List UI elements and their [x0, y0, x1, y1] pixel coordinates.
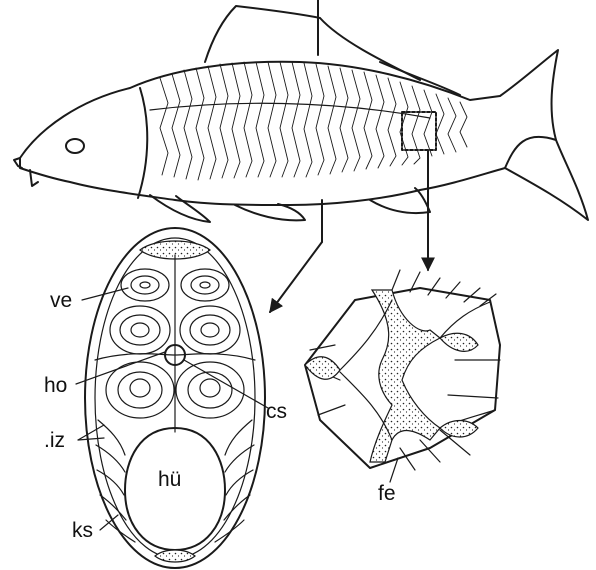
cartilage-right [440, 333, 478, 351]
cartilage-left [305, 357, 340, 379]
vertebral-detail [305, 270, 500, 470]
leader-ho [76, 352, 165, 384]
detail-box [402, 112, 436, 150]
label-ho: ho [44, 374, 67, 397]
fish-drawing [14, 6, 588, 222]
leader-cs [184, 360, 268, 408]
fish-body-outline [20, 50, 588, 220]
label-iz: .iz [44, 429, 65, 452]
ventral-cap [155, 550, 195, 562]
fish-dorsal-fin [205, 6, 420, 80]
fish-gill-cover [138, 88, 147, 198]
cross-section-labels: ve ho .iz ks hü cs [44, 288, 287, 542]
label-fe: fe [378, 482, 396, 505]
arrow-to-cross-section [270, 242, 322, 312]
vertebral-column [370, 290, 440, 462]
fish-anal-fin [370, 188, 430, 213]
label-ve: ve [50, 289, 72, 312]
fish-pectoral-fin [150, 195, 210, 222]
fish-tail-fork [505, 137, 556, 168]
label-ks: ks [72, 519, 93, 542]
label-cs: cs [266, 400, 287, 423]
label-hu: hü [158, 468, 181, 491]
fish-lateral-line [150, 103, 430, 118]
fish-pelvic-fin [235, 204, 305, 220]
cross-section [85, 228, 265, 568]
fish-eye [66, 139, 84, 153]
